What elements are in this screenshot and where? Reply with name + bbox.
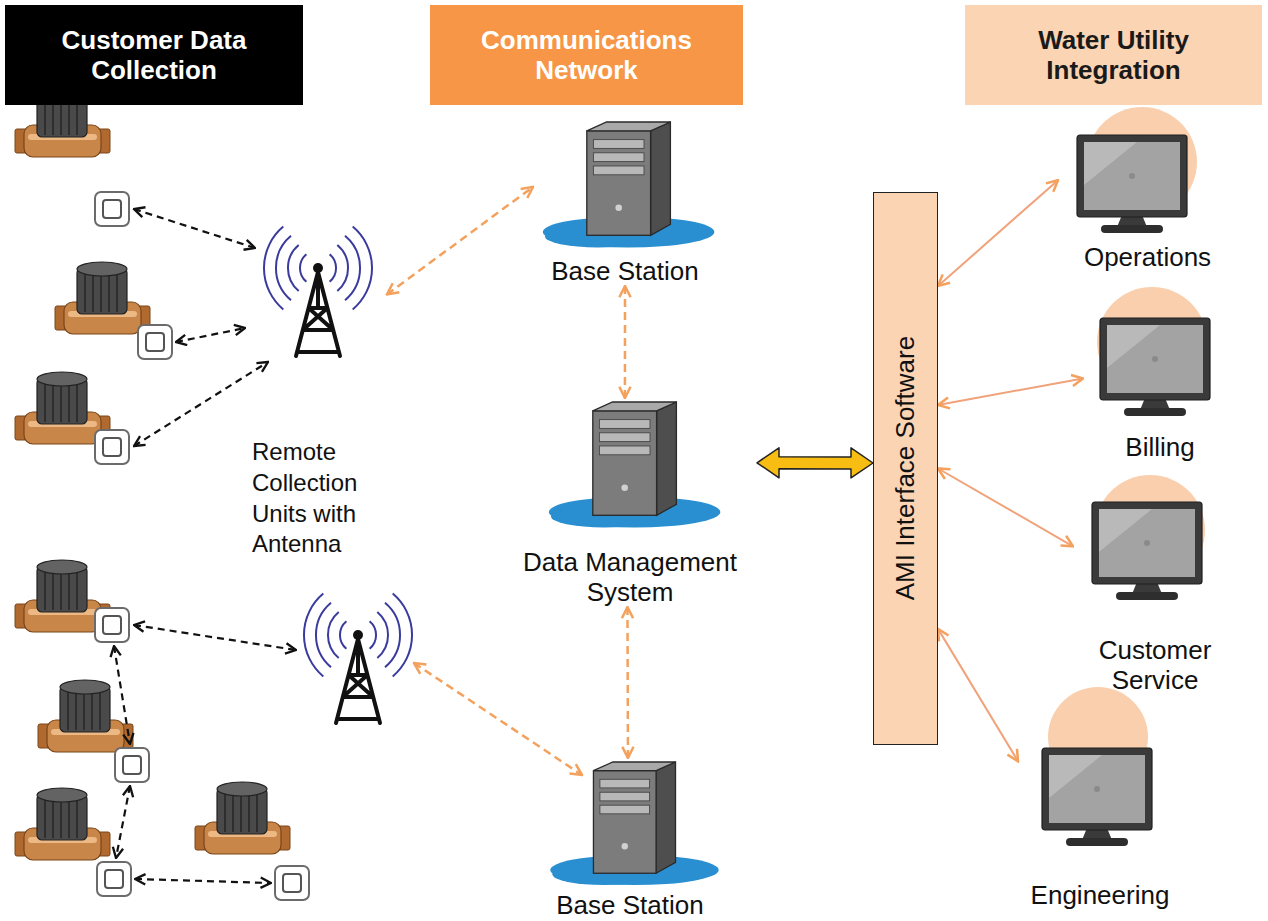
server-node: Data Management System (503, 398, 757, 607)
header-text: Water Utility Integration (985, 25, 1242, 85)
antenna-unit: Remote Collection Units with Antenna (248, 228, 387, 560)
antenna-tower (304, 594, 412, 723)
radio-link (114, 646, 130, 744)
transmitter (95, 192, 129, 226)
header-text: Customer Data Collection (25, 25, 283, 85)
radio-link (176, 328, 245, 342)
integration-link (938, 629, 1018, 761)
network-link (624, 286, 627, 398)
network-link (626, 607, 629, 758)
node-label: Customer Service (1073, 635, 1237, 695)
node-label: Operations (1058, 242, 1237, 272)
integration-link (938, 469, 1073, 547)
department-node: Billing (1083, 288, 1237, 462)
server-icon (543, 122, 715, 247)
node-label: Base Station (528, 890, 732, 920)
radio-link (134, 362, 268, 446)
water-meter (38, 680, 133, 752)
radio-link (134, 209, 255, 248)
transmitter (95, 430, 129, 464)
transmitter (275, 866, 309, 900)
water-meter (15, 788, 110, 860)
monitor-icon (1077, 135, 1187, 233)
monitor-icon (1100, 318, 1210, 416)
node-label: Engineering (1018, 880, 1182, 910)
department-node: Operations (1058, 108, 1237, 272)
integration-link (938, 180, 1058, 286)
node-label: AMI Interface Software (890, 336, 920, 600)
monitor-icon (1042, 748, 1152, 846)
integration-link (938, 378, 1083, 404)
department-node: Engineering (1018, 688, 1182, 910)
server-icon (550, 762, 718, 885)
section-header: Communications Network (430, 5, 743, 105)
server-icon (543, 122, 715, 247)
section-header: Customer Data Collection (5, 5, 303, 105)
radio-link (116, 786, 130, 858)
section-header: Water Utility Integration (965, 5, 1262, 105)
data-flow-arrow (757, 448, 873, 478)
transmitter (97, 862, 131, 896)
transmitter (95, 608, 129, 642)
header-text: Communications Network (450, 25, 723, 85)
node-label: Billing (1083, 432, 1237, 462)
server-icon (549, 402, 721, 527)
transmitter (138, 325, 172, 359)
backhaul-link (414, 663, 582, 775)
node-label: Remote Collection Units with Antenna (252, 437, 387, 560)
antenna-tower (264, 227, 372, 356)
server-node: Base Station (533, 118, 717, 286)
transmitter (115, 748, 149, 782)
water-meter (195, 782, 290, 854)
node-label: Base Station (533, 256, 717, 286)
server-node: Base Station (528, 758, 732, 920)
network-link (387, 187, 533, 295)
radio-link (135, 879, 271, 883)
node-label: Data Management System (503, 547, 757, 607)
server-icon (549, 402, 721, 527)
radio-link (134, 625, 296, 650)
monitor-icon (1092, 502, 1202, 600)
server-icon (550, 762, 718, 885)
interface-bar: AMI Interface Software (873, 192, 938, 745)
department-node: Customer Service (1073, 473, 1237, 695)
water-meter (55, 262, 150, 334)
